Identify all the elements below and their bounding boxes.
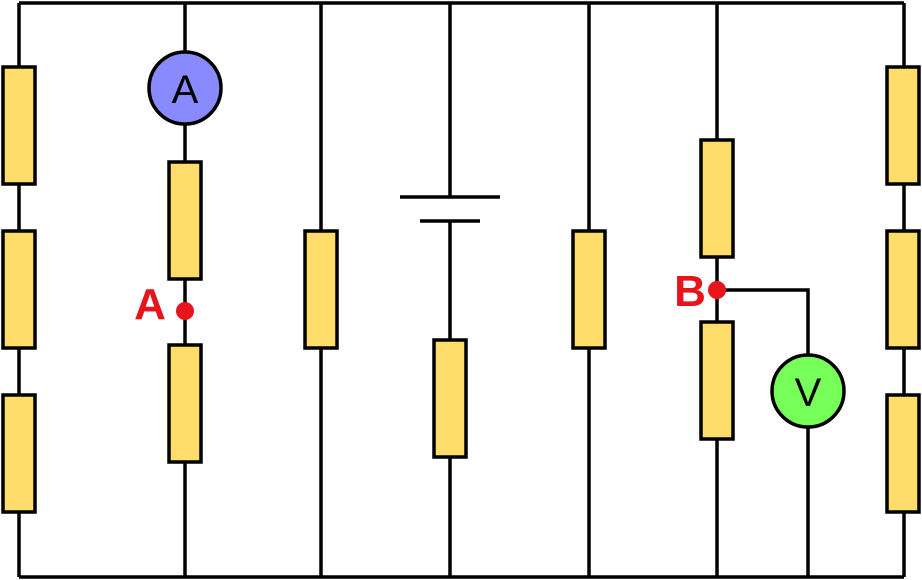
resistor [303,229,339,350]
frame-wires [19,1,904,579]
node-a [176,302,194,320]
resistor [885,229,921,350]
resistor [167,160,203,281]
resistor [1,65,37,186]
branch-left [1,3,37,577]
resistor [432,338,468,459]
resistor [885,393,921,514]
voltmeter-circle [770,353,846,429]
voltmeter: V [770,353,846,429]
branch-battery [400,3,500,577]
ammeter: A [147,50,223,126]
node-a-label: A [134,280,166,329]
resistor [571,229,607,350]
resistor [699,320,735,441]
branch-voltmeter: V B [674,3,846,577]
branch-right [885,3,921,577]
branch-ammeter: A A [134,3,223,577]
resistor [1,229,37,350]
resistor [885,65,921,186]
voltmeter-lead [717,288,810,356]
resistor [1,393,37,514]
ammeter-circle [147,50,223,126]
node-b-label: B [674,267,706,316]
branch-3 [303,3,339,577]
node-b [708,281,726,299]
branch-5 [571,3,607,577]
resistor [167,343,203,464]
battery [400,195,500,223]
resistor [699,138,735,259]
ammeter-symbol: A [172,68,199,112]
voltmeter-symbol: V [795,371,822,415]
